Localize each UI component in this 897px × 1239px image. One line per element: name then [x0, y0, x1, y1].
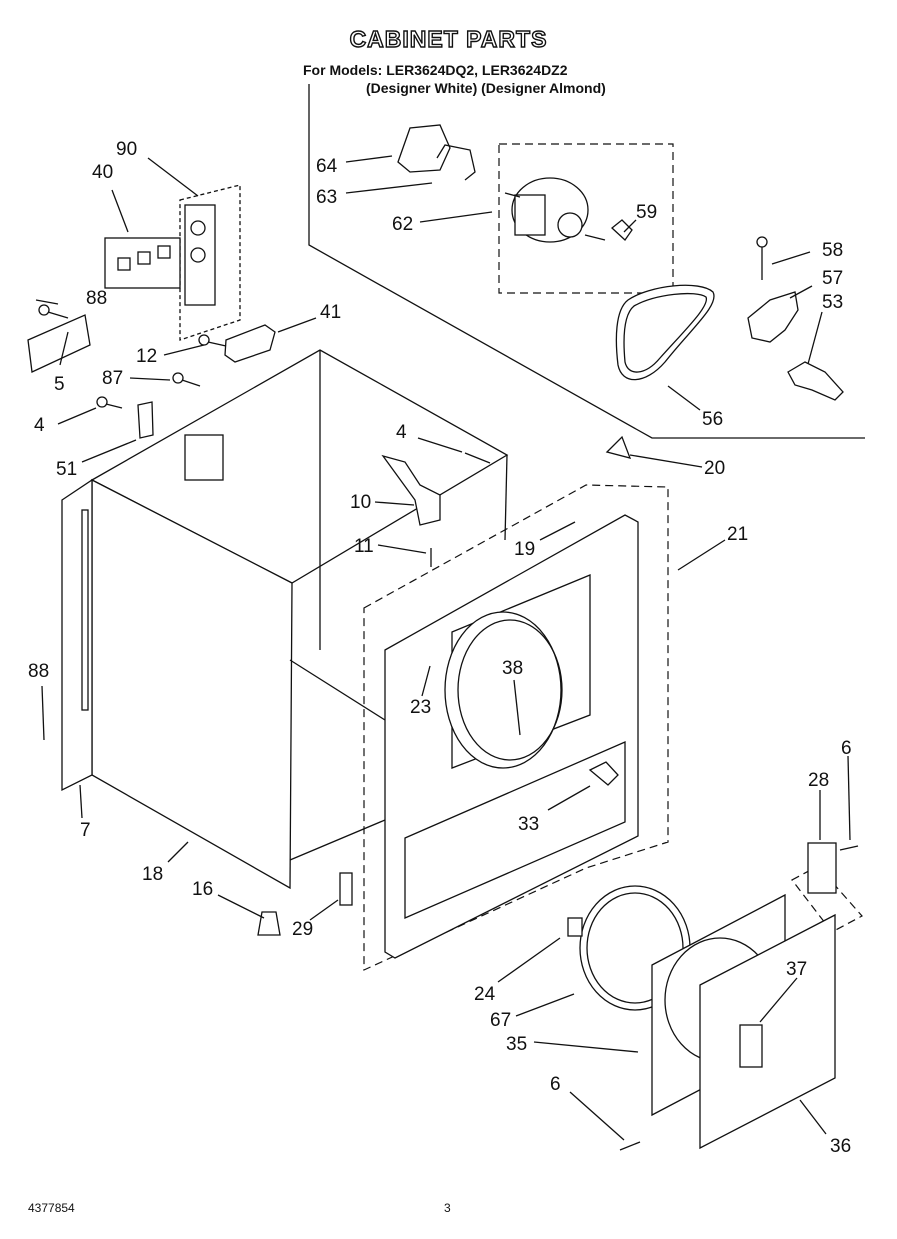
callout-87: 87: [102, 368, 123, 389]
document-number: 4377854: [28, 1201, 75, 1215]
callout-28: 28: [808, 770, 829, 791]
motor-section-bracket: [308, 84, 865, 439]
callout-90: 90: [116, 139, 137, 160]
motor-dashed-box: [498, 143, 674, 294]
leveling-leg-icon: [257, 911, 281, 936]
callout-62: 62: [392, 214, 413, 235]
callout-59: 59: [636, 202, 657, 223]
callout-63: 63: [316, 187, 337, 208]
door-catch-icon: [339, 872, 353, 906]
access-cover-icon: [27, 314, 91, 373]
callout-41: 41: [320, 302, 341, 323]
idler-arm-icon: [787, 361, 844, 401]
callout-37: 37: [786, 959, 807, 980]
drive-belt-icon: [615, 284, 715, 381]
front-panel-icon: [384, 514, 639, 959]
callout-5: 5: [54, 374, 65, 395]
callout-88: 88: [86, 288, 107, 309]
door-hinge-icon: [791, 842, 863, 933]
page-number: 3: [444, 1201, 451, 1215]
callout-21: 21: [727, 524, 748, 545]
callout-11: 11: [354, 536, 374, 557]
model-colors: (Designer White) (Designer Almond): [366, 80, 606, 96]
callout-51: 51: [56, 459, 77, 480]
callout-88: 88: [28, 661, 49, 682]
screw-icon: [756, 236, 768, 280]
idler-bracket-icon: [747, 291, 799, 343]
callout-33: 33: [518, 814, 539, 835]
motor-mount-bracket-icon: [397, 124, 476, 181]
callout-58: 58: [822, 240, 843, 261]
door-assembly-icon: [567, 885, 836, 1151]
drive-motor-icon: [504, 177, 606, 243]
callout-6: 6: [550, 1074, 561, 1095]
callout-23: 23: [410, 697, 431, 718]
callout-35: 35: [506, 1034, 527, 1055]
callout-4: 4: [396, 422, 407, 443]
idler-pulley-icon: [611, 219, 633, 241]
callout-6: 6: [841, 738, 852, 759]
callout-38: 38: [502, 658, 523, 679]
callout-64: 64: [316, 156, 338, 177]
drum-glide-icon: [605, 435, 632, 459]
callout-19: 19: [514, 539, 535, 560]
callout-53: 53: [822, 292, 843, 313]
callout-7: 7: [80, 820, 91, 841]
callout-labels: 90 40 88 5 12 87 4 51 41 64 63 62 59 58 …: [28, 139, 852, 1157]
callout-56: 56: [702, 409, 723, 430]
callout-29: 29: [292, 919, 313, 940]
callout-67: 67: [490, 1010, 511, 1031]
page-title: CABINET PARTS: [349, 25, 548, 52]
callout-12: 12: [136, 346, 157, 367]
callout-18: 18: [142, 864, 163, 885]
callout-36: 36: [830, 1136, 851, 1157]
harness-clip-icon: [137, 401, 154, 439]
callout-16: 16: [192, 879, 213, 900]
callout-4: 4: [34, 415, 45, 436]
callout-10: 10: [350, 492, 371, 513]
thermostat-icon: [381, 454, 441, 526]
callout-24: 24: [474, 984, 496, 1005]
callout-20: 20: [704, 458, 725, 479]
callout-40: 40: [92, 162, 113, 183]
model-numbers: For Models: LER3624DQ2, LER3624DZ2: [303, 62, 568, 78]
leader-lines: [35, 155, 851, 1141]
screw-icon: [38, 304, 227, 409]
cabinet-shell-icon: [61, 349, 509, 890]
strain-relief-icon: [224, 324, 276, 363]
model-info: For Models: LER3624DQ2, LER3624DZ2 (Desi…: [303, 61, 606, 97]
callout-57: 57: [822, 268, 843, 289]
terminal-block-icon: [104, 184, 241, 341]
